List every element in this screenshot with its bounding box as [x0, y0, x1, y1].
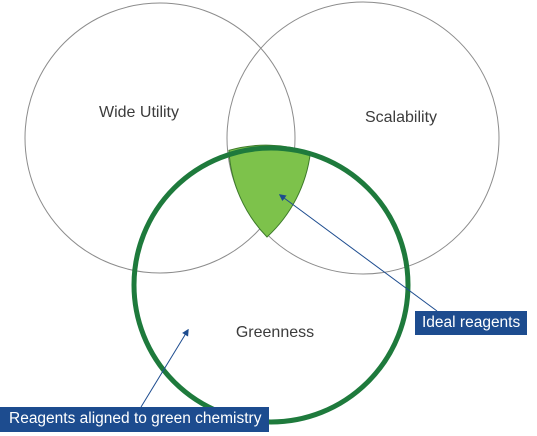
green-chemistry-arrow [140, 328, 189, 408]
scalability-circle [226, 1, 500, 275]
wide-utility-label: Wide Utility [99, 104, 179, 121]
ideal-intersection-region [228, 144, 311, 238]
ideal-reagents-arrow [278, 194, 438, 312]
greenness-circle [131, 145, 411, 425]
scalability-label: Scalability [365, 109, 437, 126]
green-chemistry-callout: Reagents aligned to green chemistry [0, 407, 270, 432]
wide-utility-circle [24, 2, 296, 274]
greenness-label: Greenness [236, 324, 314, 341]
ideal-reagents-callout: Ideal reagents [415, 311, 528, 335]
